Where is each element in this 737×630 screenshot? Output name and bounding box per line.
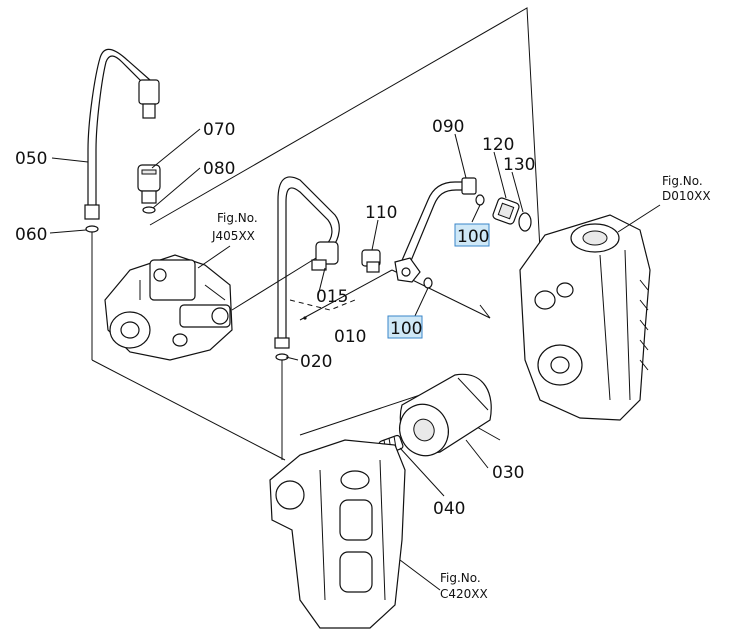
part-label-100-upper[interactable]: 100 bbox=[457, 227, 489, 247]
o-ring-130 bbox=[518, 212, 532, 232]
fig-label-d010-line2[interactable]: D010XX bbox=[662, 189, 711, 203]
o-ring-100-lower bbox=[423, 277, 433, 289]
pipe-050-end bbox=[84, 204, 100, 220]
part-label-060[interactable]: 060 bbox=[15, 225, 47, 245]
part-label-110[interactable]: 110 bbox=[365, 203, 397, 223]
part-label-090[interactable]: 090 bbox=[432, 117, 464, 137]
transmission-block-d010 bbox=[519, 214, 651, 421]
part-label-040[interactable]: 040 bbox=[433, 499, 465, 519]
highlight-box-100-lower[interactable] bbox=[387, 315, 423, 339]
pipe-010 bbox=[274, 176, 340, 349]
o-ring-100-upper bbox=[475, 194, 485, 206]
fig-label-d010-line1: Fig.No. bbox=[662, 174, 703, 188]
fig-label-c420-line1: Fig.No. bbox=[440, 571, 481, 585]
part-label-020[interactable]: 020 bbox=[300, 352, 332, 372]
part-label-050[interactable]: 050 bbox=[15, 149, 47, 169]
bracket-dot bbox=[303, 316, 307, 320]
pipe-050 bbox=[84, 48, 151, 220]
bracket-010 bbox=[289, 299, 356, 311]
fig-label-j405-line2[interactable]: J405XX bbox=[211, 229, 255, 243]
fitting-110 bbox=[361, 249, 381, 273]
pipe-090 bbox=[394, 177, 477, 283]
part-label-070[interactable]: 070 bbox=[203, 120, 235, 140]
fig-label-c420-line2[interactable]: C420XX bbox=[440, 587, 488, 601]
connector-070 bbox=[137, 164, 161, 204]
part-label-130[interactable]: 130 bbox=[503, 155, 535, 175]
part-label-010[interactable]: 010 bbox=[334, 327, 366, 347]
part-label-030[interactable]: 030 bbox=[492, 463, 524, 483]
highlight-box-100-upper[interactable] bbox=[454, 223, 490, 247]
part-label-120[interactable]: 120 bbox=[482, 135, 514, 155]
fitting-015 bbox=[311, 241, 339, 271]
fitting-120 bbox=[492, 197, 520, 225]
fitting-top bbox=[138, 79, 160, 119]
oil-filter-030 bbox=[399, 373, 492, 457]
pump-assembly-j405 bbox=[104, 254, 233, 361]
o-ring-060 bbox=[85, 225, 99, 233]
leader-lines bbox=[49, 128, 661, 591]
housing-c420 bbox=[269, 439, 406, 629]
part-label-015[interactable]: 015 bbox=[316, 287, 348, 307]
part-label-100-lower[interactable]: 100 bbox=[390, 319, 422, 339]
fig-label-j405-line1: Fig.No. bbox=[217, 211, 258, 225]
o-ring-080 bbox=[142, 206, 156, 214]
part-label-080[interactable]: 080 bbox=[203, 159, 235, 179]
